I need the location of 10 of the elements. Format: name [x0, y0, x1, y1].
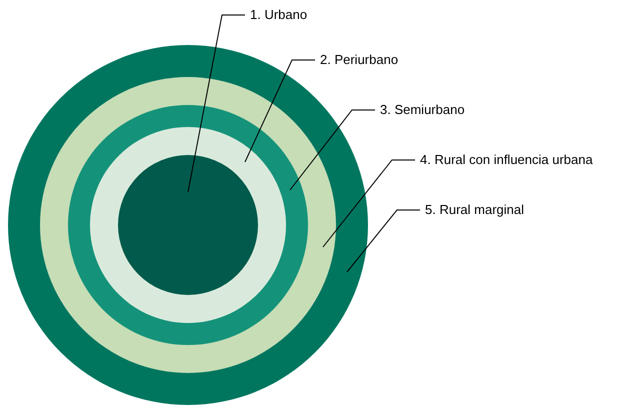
zone-label: 1. Urbano [250, 8, 308, 21]
zone-label: 3. Semiurbano [380, 103, 465, 116]
leader-line [188, 14, 246, 192]
zone-label: 4. Rural con influencia urbana [420, 153, 593, 166]
zone-label: 2. Periurbano [320, 53, 398, 66]
leader-line [290, 110, 376, 190]
leader-line [346, 210, 420, 272]
zone-label: 5. Rural marginal [425, 203, 524, 216]
leader-line [322, 160, 416, 248]
leader-line [244, 60, 316, 162]
